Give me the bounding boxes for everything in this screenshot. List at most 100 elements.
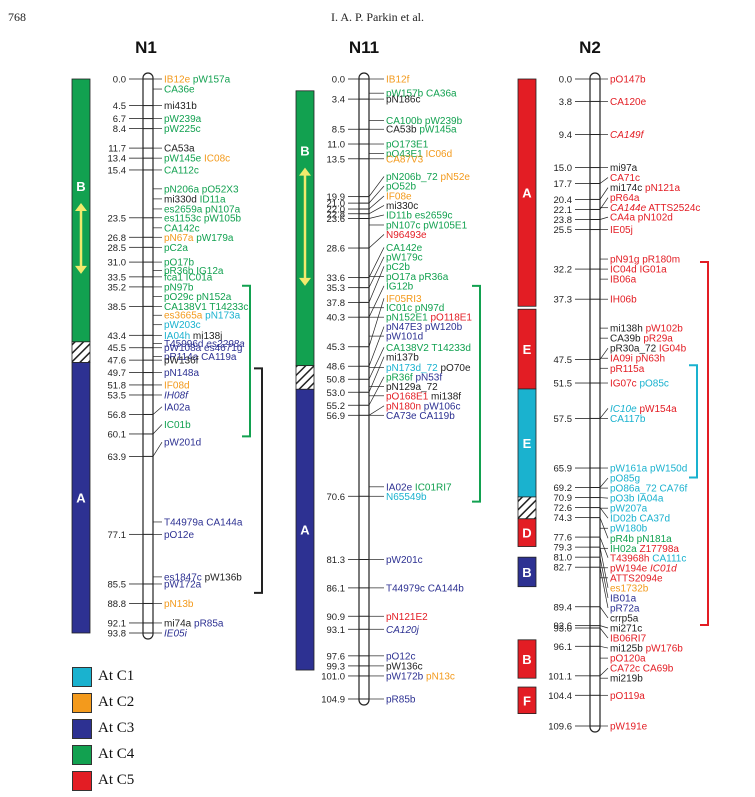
marker-label: CA138V1 T14233c (164, 302, 248, 313)
homeology-bracket (689, 364, 698, 479)
marker-position: 96.1 (554, 642, 573, 653)
marker-name: pW172b (386, 671, 424, 682)
marker-label: crrp5a (610, 613, 639, 624)
marker-label: pW172b pN13c (386, 671, 455, 682)
marker-name: IC08c (201, 154, 230, 165)
marker-label: pO12e (164, 530, 194, 541)
marker-label: pN13b (164, 599, 194, 610)
marker-label: CA87V3 (386, 154, 424, 165)
marker-label: IB12e pW157a (164, 75, 231, 86)
homology-block (71, 341, 91, 363)
marker-position: 104.4 (548, 691, 572, 702)
marker-name: pR72a (610, 603, 640, 614)
marker-name: pN13b (164, 599, 194, 610)
marker-label: pW180b (610, 524, 648, 535)
marker-name: pR180m (639, 255, 680, 266)
marker-name: CA119a (198, 352, 237, 363)
marker-name: mi137b (386, 352, 419, 363)
marker-name: ATTS2524c (646, 203, 700, 214)
marker-label: pN67a pW179a (164, 233, 234, 244)
marker-name: pN107a (202, 204, 240, 215)
marker-name: mi174c (610, 183, 642, 194)
marker-name: T44979a (164, 517, 204, 528)
marker-connector (599, 497, 609, 499)
marker-name: N65549b (386, 492, 427, 503)
marker-label: pO12c (386, 651, 415, 662)
marker-name: pW108a (164, 343, 202, 354)
marker-label: IF08e (386, 192, 412, 203)
marker-connector (599, 216, 609, 220)
marker-label: pR36b IG12a (164, 266, 224, 277)
homology-block (517, 556, 537, 588)
marker-label: pR115a (610, 364, 645, 375)
marker-name: pW207a (610, 504, 648, 515)
marker-label: pR72a (610, 603, 640, 614)
marker-label: pN180n pW106c (386, 401, 461, 412)
marker-name: pO12c (386, 651, 415, 662)
block-label: E (523, 436, 532, 451)
marker-connector (599, 625, 609, 629)
marker-connector (368, 285, 385, 318)
marker-name: pW102b (643, 324, 683, 335)
marker-label: pO17b (164, 258, 194, 269)
marker-name: CA72c (610, 664, 640, 675)
marker-label: CA73e CA119b (386, 411, 455, 422)
marker-position: 28.5 (108, 243, 127, 254)
marker-position: 93.8 (108, 629, 127, 640)
marker-name: mi125b (610, 644, 643, 655)
marker-position: 53.5 (108, 390, 127, 401)
marker-position: 93.1 (327, 625, 346, 636)
marker-connector (152, 406, 163, 415)
block-label: D (522, 526, 531, 541)
marker-connector (599, 347, 609, 360)
marker-label: CA117b (610, 414, 646, 425)
marker-label: CA53a (164, 144, 195, 155)
marker-name: pN206b_72 (386, 172, 438, 183)
marker-label: IH02a Z17798a (610, 544, 679, 555)
marker-position: 13.4 (108, 154, 127, 165)
marker-name: CA142e (386, 243, 423, 254)
marker-label: es2659a pN107a (164, 204, 241, 215)
marker-name: pN67a (164, 233, 194, 244)
marker-name: pN121E2 (386, 612, 428, 623)
marker-position: 31.0 (108, 258, 127, 269)
marker-label: pR114a CA119a (164, 352, 237, 363)
block-label: A (300, 523, 310, 538)
marker-name: pW239a (164, 114, 202, 125)
inversion-arrow-head (75, 203, 87, 212)
homeology-bracket (242, 284, 251, 438)
marker-name: IG01a (637, 265, 667, 276)
marker-name: mi97a (610, 163, 638, 174)
marker-position: 49.7 (108, 368, 127, 379)
marker-position: 90.9 (327, 612, 346, 623)
homology-block (517, 518, 537, 547)
marker-label: mi219b (610, 674, 643, 685)
block-label: B (300, 144, 309, 159)
marker-label: pO119a (610, 691, 645, 702)
homology-block (295, 365, 315, 390)
marker-position: 86.1 (327, 583, 346, 594)
marker-name: IB12f (386, 75, 410, 86)
marker-name: mi271c (610, 624, 642, 635)
marker-name: pO52b (386, 181, 416, 192)
marker-name: mi219b (610, 674, 643, 685)
marker-position: 77.6 (554, 533, 573, 544)
marker-connector (599, 507, 609, 519)
marker-name: IB06a (610, 275, 637, 286)
marker-name: pW145e (164, 154, 202, 165)
marker-name: es1847c (164, 572, 202, 583)
marker-name: pC2a (164, 243, 188, 254)
marker-position: 51.8 (108, 380, 127, 391)
block-label: F (523, 693, 531, 708)
marker-position: 97.6 (327, 651, 346, 662)
block-label: B (522, 565, 531, 580)
marker-label: pW203c (164, 320, 201, 331)
marker-name: IB06RI7 (610, 634, 647, 645)
marker-label: IC04d IG01a (610, 265, 667, 276)
marker-label: pO85g (610, 474, 640, 485)
linkage-group-title: N2 (579, 38, 601, 57)
marker-position: 0.0 (332, 75, 345, 86)
marker-name: pN180n (386, 401, 421, 412)
marker-name: pR114a (164, 352, 199, 363)
marker-name: IB12e (164, 75, 191, 86)
